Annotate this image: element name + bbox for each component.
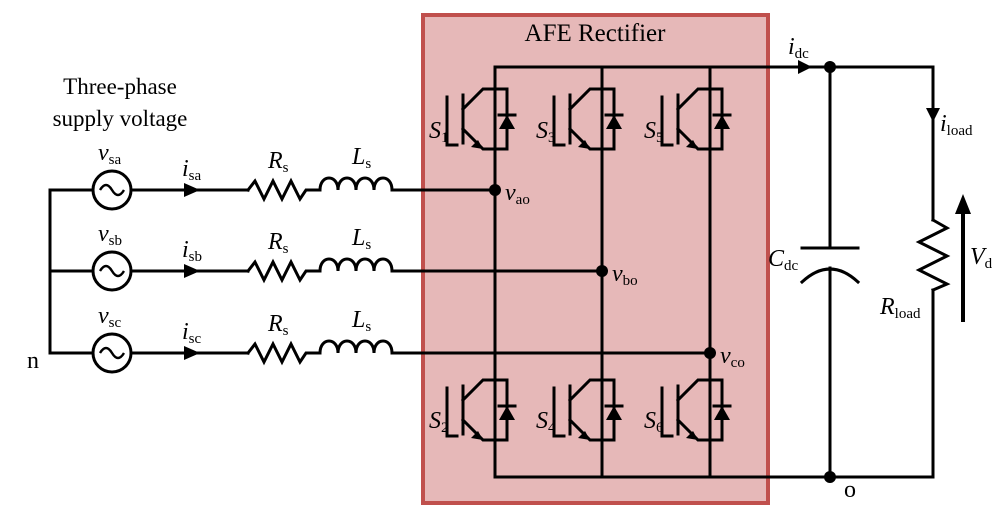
resistor-label: Rs (267, 148, 289, 176)
rload-label: Rload (879, 294, 921, 322)
igbt-switch-icon (445, 87, 517, 151)
igbt-switch-icon (552, 87, 624, 151)
phase-b: vsb isb Rs Ls vbo (91, 221, 638, 292)
inductor-label: Ls (351, 225, 371, 253)
igbt-switch-icon (552, 378, 624, 442)
resistor-icon (245, 258, 322, 284)
source-label: vsb (98, 221, 122, 249)
node-label: vco (720, 343, 745, 371)
dc-pos-node (824, 61, 836, 73)
phase-c: vsc isc Rs Ls vco (91, 303, 745, 374)
current-label: isc (182, 319, 202, 347)
dc-bus (493, 60, 940, 479)
iload-label: iload (940, 111, 973, 139)
sine-icon (98, 346, 126, 360)
vd-label: Vd (970, 244, 993, 272)
dc-capacitor (799, 65, 861, 479)
rectifier-title: AFE Rectifier (525, 20, 667, 47)
vd-arrow (955, 194, 971, 322)
phase-a: vsa isa Rs Ls vao (91, 140, 530, 211)
source-label: vsa (98, 140, 121, 168)
igbt-switch-icon (660, 87, 732, 151)
sine-icon (98, 183, 126, 197)
inductor-icon (318, 257, 394, 273)
sine-icon (98, 264, 126, 278)
inductor-icon (318, 176, 394, 192)
resistor-icon (245, 340, 322, 366)
supply-label-line2: supply voltage (53, 106, 188, 131)
current-arrow (184, 183, 200, 197)
inductor-label: Ls (351, 307, 371, 335)
source-label: vsc (98, 303, 121, 331)
node-label: vao (505, 180, 530, 208)
supply-label-line1: Three-phase (63, 74, 177, 99)
dc-neg-node-label: o (844, 477, 856, 503)
inductor-label: Ls (351, 144, 371, 172)
inductor-icon (318, 339, 394, 355)
igbt-switch-icon (445, 378, 517, 442)
current-label: isb (182, 237, 202, 265)
node-label: vbo (612, 261, 638, 289)
switch-label: S5 (644, 118, 664, 146)
current-arrow (184, 346, 200, 360)
switch-label: S3 (536, 118, 556, 146)
switch-label: S4 (536, 408, 556, 436)
idc-label: idc (788, 34, 809, 62)
switch-label: S6 (644, 408, 664, 436)
resistor-icon (245, 177, 322, 203)
switch-label: S2 (429, 408, 449, 436)
igbt-switch-icon (660, 378, 732, 442)
dc-neg-node (824, 471, 836, 483)
neutral-label: n (27, 348, 39, 374)
current-label: isa (182, 156, 202, 184)
neutral-bus (48, 188, 94, 355)
current-arrow (184, 264, 200, 278)
cdc-label: Cdc (768, 246, 799, 274)
resistor-label: Rs (267, 311, 289, 339)
idc-arrow (798, 60, 812, 74)
load-resistor (915, 217, 951, 292)
iload-arrow (926, 108, 940, 122)
resistor-label: Rs (267, 229, 289, 257)
switch-label: S1 (429, 118, 449, 146)
